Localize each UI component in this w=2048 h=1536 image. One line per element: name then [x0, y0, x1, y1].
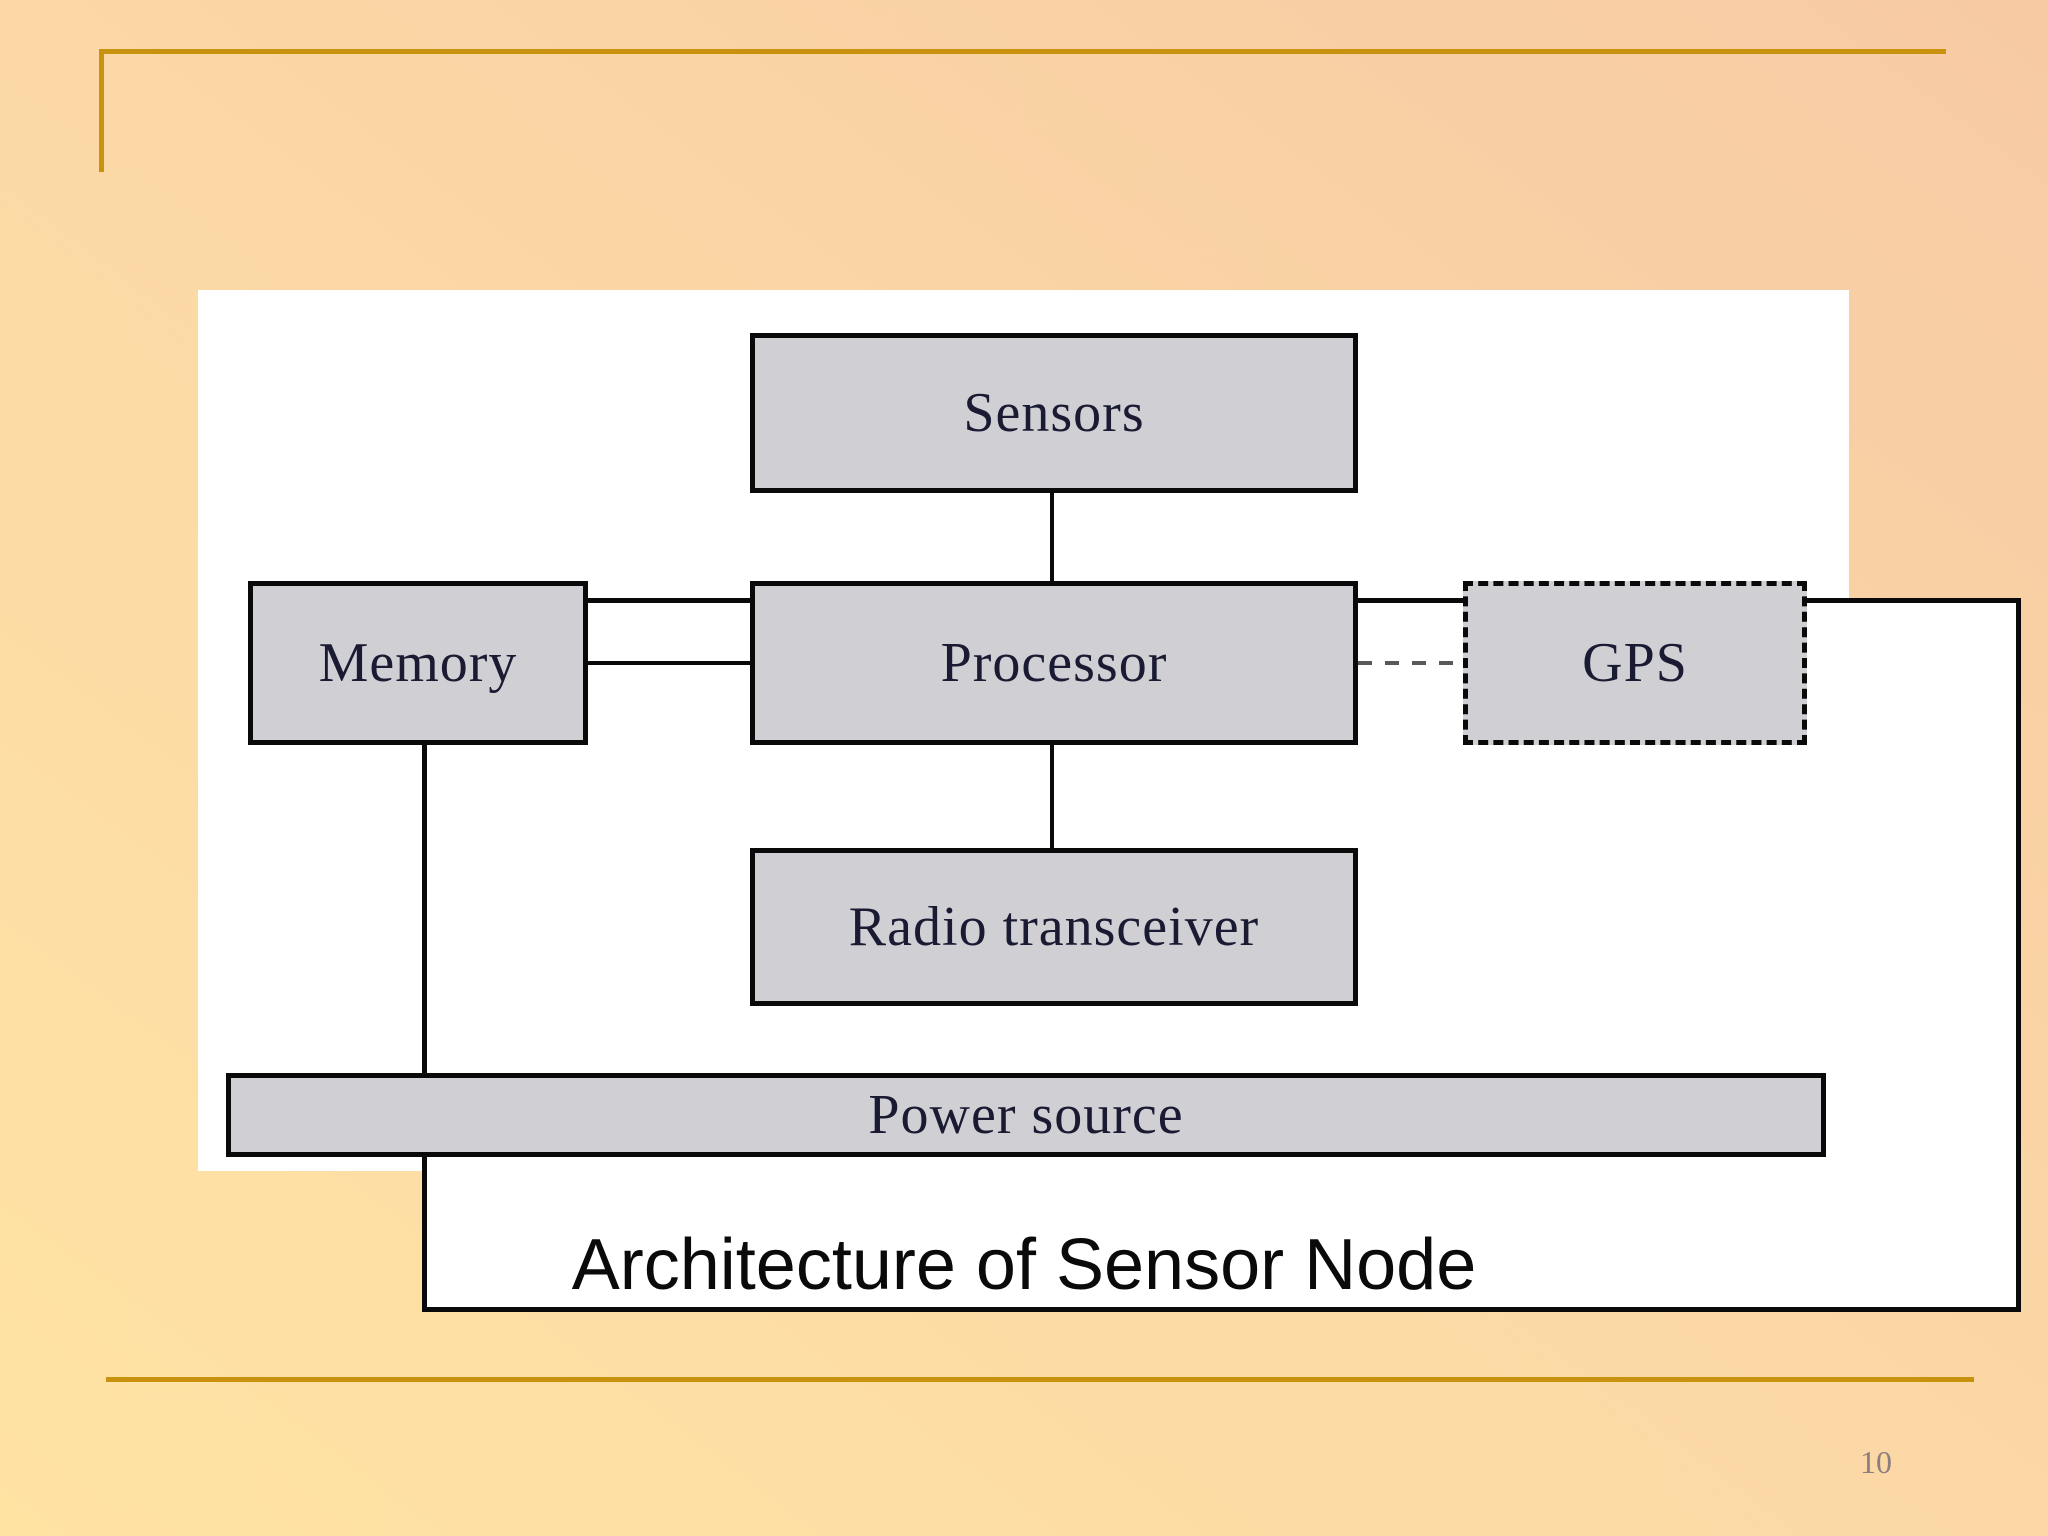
- connector-sensors-processor: [1050, 493, 1054, 581]
- memory-label: Memory: [318, 632, 518, 694]
- top-left-corner-bracket: [99, 49, 104, 172]
- bottom-rule: [106, 1377, 1974, 1382]
- gps-box: GPS: [1463, 581, 1807, 745]
- top-rule: [99, 49, 1946, 54]
- power-source-label: Power source: [868, 1084, 1184, 1146]
- radio-transceiver-box: Radio transceiver: [750, 848, 1358, 1006]
- sensors-box: Sensors: [750, 333, 1358, 493]
- connector-processor-radio: [1050, 745, 1054, 848]
- page-number: 10: [1860, 1444, 1892, 1480]
- radio-transceiver-label: Radio transceiver: [848, 896, 1260, 958]
- connector-memory-processor: [588, 661, 750, 665]
- processor-label: Processor: [940, 632, 1168, 694]
- gps-label: GPS: [1582, 632, 1688, 694]
- power-source-box: Power source: [226, 1073, 1826, 1157]
- memory-box: Memory: [248, 581, 588, 745]
- processor-box: Processor: [750, 581, 1358, 745]
- connector-processor-gps-dashed: [1358, 661, 1463, 665]
- caption: Architecture of Sensor Node: [571, 1225, 1477, 1305]
- sensors-label: Sensors: [963, 382, 1145, 444]
